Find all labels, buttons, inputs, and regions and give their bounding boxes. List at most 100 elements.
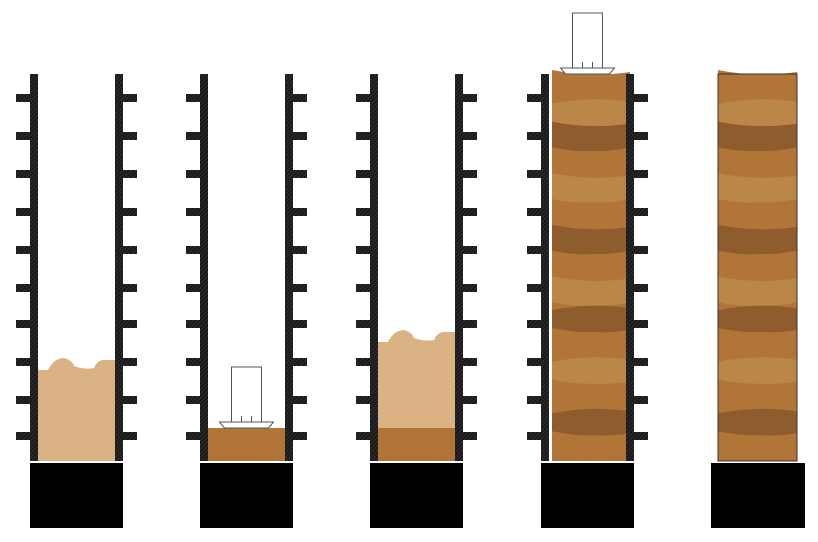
rammer-plate xyxy=(559,67,616,75)
formwork-bracket xyxy=(356,132,370,140)
formwork-bracket xyxy=(123,432,137,440)
formwork-bracket xyxy=(356,432,370,440)
formwork-bracket xyxy=(16,320,30,328)
formwork-bracket xyxy=(463,208,477,216)
earth-layer xyxy=(718,379,797,410)
earth-layer xyxy=(552,99,630,130)
formwork-bracket xyxy=(123,94,137,102)
foundation xyxy=(541,463,634,528)
rammer-stem xyxy=(572,62,603,69)
formwork-bracket xyxy=(293,432,307,440)
stage-2 xyxy=(186,74,307,528)
formwork-bracket xyxy=(463,94,477,102)
formwork-bracket xyxy=(293,284,307,292)
formwork-bracket xyxy=(356,284,370,292)
earth-layer xyxy=(552,328,630,358)
earth-layer xyxy=(552,224,630,255)
earth-layer xyxy=(718,99,797,130)
earth-layer xyxy=(552,202,630,233)
formwork-bracket xyxy=(356,94,370,102)
earth-layer xyxy=(718,254,797,285)
formwork-bracket xyxy=(527,132,541,140)
formwork-bracket xyxy=(634,132,648,140)
rammer-handle xyxy=(572,12,603,69)
formwork-right xyxy=(115,74,123,461)
formwork-bracket xyxy=(527,396,541,404)
formwork-bracket xyxy=(527,246,541,254)
formwork-bracket xyxy=(634,358,648,366)
earth-layer xyxy=(552,431,630,461)
formwork-bracket xyxy=(293,170,307,178)
formwork-bracket xyxy=(356,208,370,216)
formwork-bracket xyxy=(356,320,370,328)
formwork-bracket xyxy=(527,320,541,328)
formwork-bracket xyxy=(634,284,648,292)
formwork-bracket xyxy=(16,358,30,366)
formwork-bracket xyxy=(186,358,200,366)
earth-layer xyxy=(718,328,797,358)
earth-layer xyxy=(552,379,630,410)
earth-layer xyxy=(552,121,630,152)
formwork-bracket xyxy=(356,246,370,254)
formwork-bracket xyxy=(16,208,30,216)
formwork-bracket xyxy=(634,208,648,216)
formwork-bracket xyxy=(186,284,200,292)
formwork-bracket xyxy=(356,358,370,366)
formwork-bracket xyxy=(293,358,307,366)
formwork-bracket xyxy=(463,396,477,404)
formwork-bracket xyxy=(123,208,137,216)
formwork-bracket xyxy=(16,396,30,404)
formwork-bracket xyxy=(293,132,307,140)
formwork-bracket xyxy=(527,94,541,102)
formwork-right xyxy=(626,74,634,461)
formwork-bracket xyxy=(123,396,137,404)
formwork-right xyxy=(455,74,463,461)
formwork-bracket xyxy=(123,132,137,140)
earth-layer xyxy=(552,276,630,307)
earth-layer xyxy=(718,305,797,336)
formwork-bracket xyxy=(527,170,541,178)
formwork-bracket xyxy=(186,208,200,216)
formwork-bracket xyxy=(186,94,200,102)
earth-layer xyxy=(552,357,630,388)
formwork-bracket xyxy=(634,320,648,328)
formwork-bracket xyxy=(634,396,648,404)
formwork-bracket xyxy=(16,132,30,140)
formwork-bracket xyxy=(293,320,307,328)
formwork-bracket xyxy=(16,246,30,254)
earth-layer xyxy=(718,224,797,255)
formwork-bracket xyxy=(527,432,541,440)
formwork-bracket xyxy=(123,358,137,366)
formwork-bracket xyxy=(293,94,307,102)
formwork-bracket xyxy=(634,94,648,102)
loose-soil xyxy=(38,358,115,461)
rammer-plate xyxy=(218,421,275,429)
foundation xyxy=(711,463,805,528)
earth-wall-outline xyxy=(717,73,798,462)
foundation xyxy=(200,463,293,528)
compacted-soil xyxy=(208,428,285,461)
earth-layer xyxy=(718,121,797,152)
formwork-bracket xyxy=(16,284,30,292)
formwork-bracket xyxy=(527,358,541,366)
earth-layer xyxy=(552,150,630,182)
formwork-bracket xyxy=(356,170,370,178)
formwork-bracket xyxy=(293,246,307,254)
earth-layer xyxy=(718,173,797,203)
earth-layer xyxy=(718,408,797,440)
formwork-bracket xyxy=(527,284,541,292)
rammer-stem xyxy=(231,416,262,423)
earth-layer xyxy=(718,276,797,307)
formwork-bracket xyxy=(634,246,648,254)
formwork-bracket xyxy=(463,132,477,140)
formwork-bracket xyxy=(123,246,137,254)
earth-layer xyxy=(718,70,797,100)
formwork-right xyxy=(285,74,293,461)
formwork-bracket xyxy=(463,284,477,292)
formwork-bracket xyxy=(293,396,307,404)
formwork-bracket xyxy=(356,396,370,404)
formwork-bracket xyxy=(634,170,648,178)
stage-4 xyxy=(527,12,648,528)
stage-5 xyxy=(711,70,805,528)
